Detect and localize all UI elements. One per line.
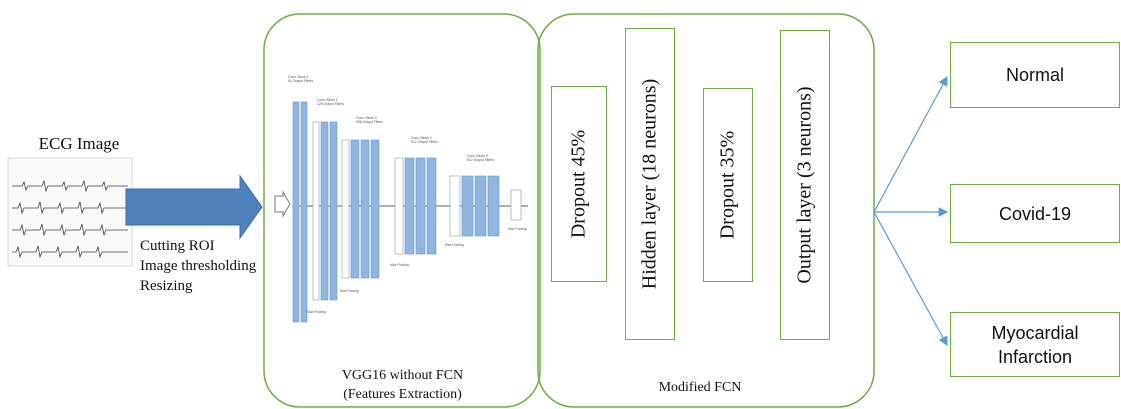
- output-myocardial-infarction: Myocardial Infarction: [950, 312, 1120, 377]
- conv-layer: [320, 121, 329, 301]
- conv-layer: [461, 175, 474, 237]
- pool-label: Max Pooling: [340, 289, 359, 293]
- block-label: Conv. Block 5: [467, 154, 488, 158]
- step-resizing: Resizing: [140, 278, 193, 294]
- vgg-caption: VGG16 without FCN (Features Extraction): [295, 366, 510, 404]
- output-covid-19: Covid-19: [950, 184, 1120, 243]
- block-filters: 128 Output Filters: [317, 102, 344, 106]
- vgg-network-drawing: Conv. Block 1 64 Output Filters Conv. Bl…: [274, 75, 528, 323]
- conv-layer: [404, 157, 415, 255]
- block-label: Conv. Block 2: [317, 98, 338, 102]
- conv-layer: [426, 157, 437, 255]
- fcn-layer-output: Output layer (3 neurons): [780, 30, 830, 340]
- arrow-to-mi: [873, 211, 948, 347]
- conv-layer: [300, 101, 308, 323]
- pool-layer: [449, 175, 461, 237]
- conv-layer: [474, 175, 487, 237]
- conv-layer: [360, 139, 370, 279]
- arrow-to-normal: [873, 75, 948, 213]
- output-normal: Normal: [950, 42, 1120, 108]
- block-label: Conv. Block 3: [356, 116, 377, 120]
- pool-layer: [510, 189, 522, 221]
- preprocessing-steps: Cutting ROI Image thresholding Resizing: [140, 236, 256, 296]
- step-thresholding: Image thresholding: [140, 258, 257, 274]
- fcn-layer-dropout-45: Dropout 45%: [551, 86, 607, 282]
- conv-layer: [370, 139, 380, 279]
- ecg-image-title: ECG Image: [38, 134, 120, 153]
- ecg-image-thumbnail: [7, 157, 133, 267]
- fcn-layer-dropout-35: Dropout 35%: [703, 88, 753, 282]
- conv-layer: [292, 101, 300, 323]
- conv-layer: [350, 139, 360, 279]
- block-filters: 512 Output Filters: [411, 140, 438, 144]
- fcn-layer-hidden: Hidden layer (18 neurons): [625, 28, 675, 340]
- pool-label: Max Pooling: [508, 227, 527, 231]
- pool-label: Max Pooling: [307, 310, 326, 314]
- pool-label: Max Pooling: [445, 243, 464, 247]
- step-cutting-roi: Cutting ROI: [140, 238, 215, 254]
- vgg-panel: [263, 13, 541, 408]
- pool-layer: [394, 157, 404, 255]
- output-arrows: [873, 75, 949, 347]
- preprocessing-arrow: [125, 174, 263, 240]
- conv-layer: [487, 175, 500, 237]
- block-filters: 512 Output Filters: [467, 158, 494, 162]
- block-filters: 64 Output Filters: [288, 79, 313, 83]
- pool-layer: [312, 121, 320, 301]
- fcn-caption: Modified FCN: [658, 380, 742, 395]
- block-label: Conv. Block 1: [288, 75, 309, 79]
- pool-layer: [341, 139, 350, 279]
- block-label: Conv. Block 4: [411, 136, 432, 140]
- vgg-caption-line2: (Features Extraction): [343, 387, 462, 402]
- conv-layer: [329, 121, 338, 301]
- fcn-panel: [537, 13, 875, 408]
- block-filters: 256 Output Filters: [356, 120, 383, 124]
- vgg-caption-line1: VGG16 without FCN: [341, 368, 464, 383]
- conv-layer: [415, 157, 426, 255]
- vgg-input-icon: [274, 190, 291, 218]
- pool-label: Max Pooling: [390, 263, 409, 267]
